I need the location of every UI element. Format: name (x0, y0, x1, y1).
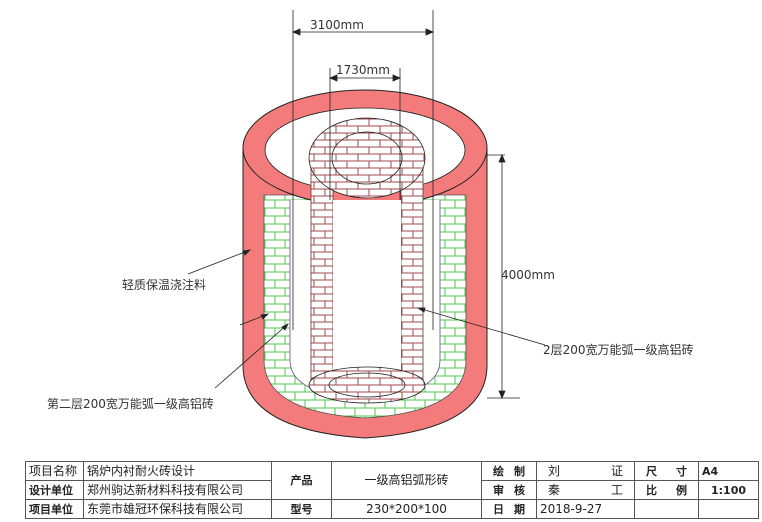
scale-label: 比例 (634, 480, 699, 500)
height-label: 4000mm (501, 268, 555, 282)
title-block: 项目名称 锅炉内衬耐火砖设计 产品 一级高铝弧形砖 绘制 刘证 尺寸 A4 设计… (25, 461, 759, 519)
second-layer-callout: 第二层200宽万能弧一级高铝砖 (47, 397, 214, 411)
reviewed-by-value: 秦工 (536, 480, 635, 500)
inner-diameter-label: 1730mm (336, 63, 390, 77)
size-label: 尺寸 (634, 461, 699, 481)
scale-value: 1:100 (698, 480, 759, 500)
inner-brick-cylinder (308, 117, 426, 404)
leader-lines (187, 249, 546, 389)
review-label: 审核 (481, 480, 537, 500)
date-label: 日期 (481, 499, 537, 519)
project-name-label: 项目名称 (25, 461, 84, 481)
model-value: 230*200*100 (331, 499, 482, 519)
outer-diameter-label: 3100mm (310, 18, 364, 32)
product-value: 一级高铝弧形砖 (331, 461, 482, 500)
inner-layer-callout: 2层200宽万能弧一级高铝砖 (543, 343, 694, 357)
drawn-by-value: 刘证 (536, 461, 635, 481)
model-label: 型号 (271, 499, 332, 519)
drawn-by-label: 绘制 (481, 461, 537, 481)
insulation-callout: 轻质保温浇注料 (122, 278, 207, 292)
size-value: A4 (698, 461, 759, 481)
project-unit: 东莞市雄冠环保科技有限公司 (83, 499, 272, 519)
project-unit-label: 项目单位 (25, 499, 84, 519)
empty-cell (698, 499, 759, 519)
product-label: 产品 (271, 461, 332, 500)
project-name: 锅炉内衬耐火砖设计 (83, 461, 272, 481)
design-unit: 郑州驹达新材料科技有限公司 (83, 480, 272, 500)
dimension-lines (291, 10, 520, 400)
design-unit-label: 设计单位 (25, 480, 84, 500)
empty-cell (634, 499, 699, 519)
date-value: 2018-9-27 (536, 499, 635, 519)
furnace-lining-drawing (187, 10, 546, 439)
